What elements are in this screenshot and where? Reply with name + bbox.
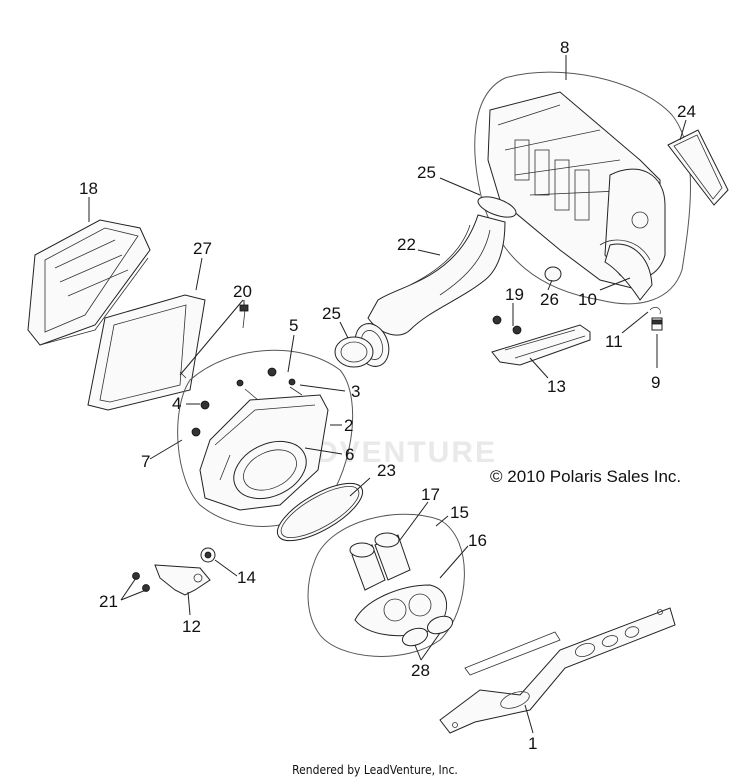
part-25-clamp-lower: [334, 336, 374, 368]
part-2-housing-group: [177, 349, 354, 527]
callout-25-lower: 25: [322, 304, 341, 323]
leader-lines: [88, 55, 687, 734]
callout-28: 28: [411, 661, 430, 680]
callout-7: 7: [141, 452, 150, 471]
part-11-clip: [649, 307, 661, 315]
callout-17: 17: [421, 485, 440, 504]
part-27-filter: [87, 294, 206, 411]
callout-labels: 8 24 25 22 26 10 11 9 13 19 25 18 27 20 …: [79, 38, 696, 753]
part-9-fitting: [651, 317, 663, 331]
part-19-bolts: [492, 315, 522, 335]
part-8-airbox-assembly: [474, 71, 691, 305]
callout-9: 9: [651, 373, 660, 392]
callout-4: 4: [172, 394, 181, 413]
part-14-grommet: [200, 547, 216, 563]
callout-1: 1: [528, 734, 537, 753]
callout-13: 13: [547, 377, 566, 396]
callout-8: 8: [560, 38, 569, 57]
callout-6: 6: [345, 445, 354, 464]
part-28-clamps: [401, 615, 454, 647]
callout-20: 20: [233, 282, 252, 301]
part-24-gasket: [667, 129, 729, 206]
part-23-seal-ring: [276, 482, 364, 542]
callout-25-upper: 25: [417, 163, 436, 182]
footer-credit: Rendered by LeadVenture, Inc.: [292, 763, 458, 777]
part-22-intake-duct: [354, 214, 506, 367]
part-25-clamp-upper: [477, 196, 517, 218]
part-20-screw: [239, 304, 249, 329]
part-13-bracket: [491, 324, 591, 366]
callout-19: 19: [505, 285, 524, 304]
callout-3: 3: [351, 382, 360, 401]
callout-18: 18: [79, 179, 98, 198]
callout-26: 26: [540, 290, 559, 309]
callout-24: 24: [677, 102, 696, 121]
part-12-bracket: [154, 564, 211, 596]
copyright-notice: © 2010 Polaris Sales Inc.: [490, 467, 681, 486]
callout-22: 22: [397, 235, 416, 254]
callout-15: 15: [450, 503, 469, 522]
callout-10: 10: [578, 290, 597, 309]
callout-21: 21: [99, 592, 118, 611]
callout-5: 5: [289, 316, 298, 335]
part-1-mounting-plate: [439, 607, 676, 734]
part-21-bolts: [132, 572, 150, 592]
callout-23: 23: [377, 461, 396, 480]
part-26-ring: [544, 266, 562, 282]
part-18-airbox-cover: [27, 219, 151, 346]
part-15-adapter-group: [307, 513, 465, 657]
callout-11: 11: [605, 332, 623, 351]
callout-2: 2: [344, 416, 353, 435]
callout-12: 12: [182, 617, 201, 636]
callout-27: 27: [193, 239, 212, 258]
callout-16: 16: [468, 531, 487, 550]
callout-14: 14: [237, 568, 256, 587]
